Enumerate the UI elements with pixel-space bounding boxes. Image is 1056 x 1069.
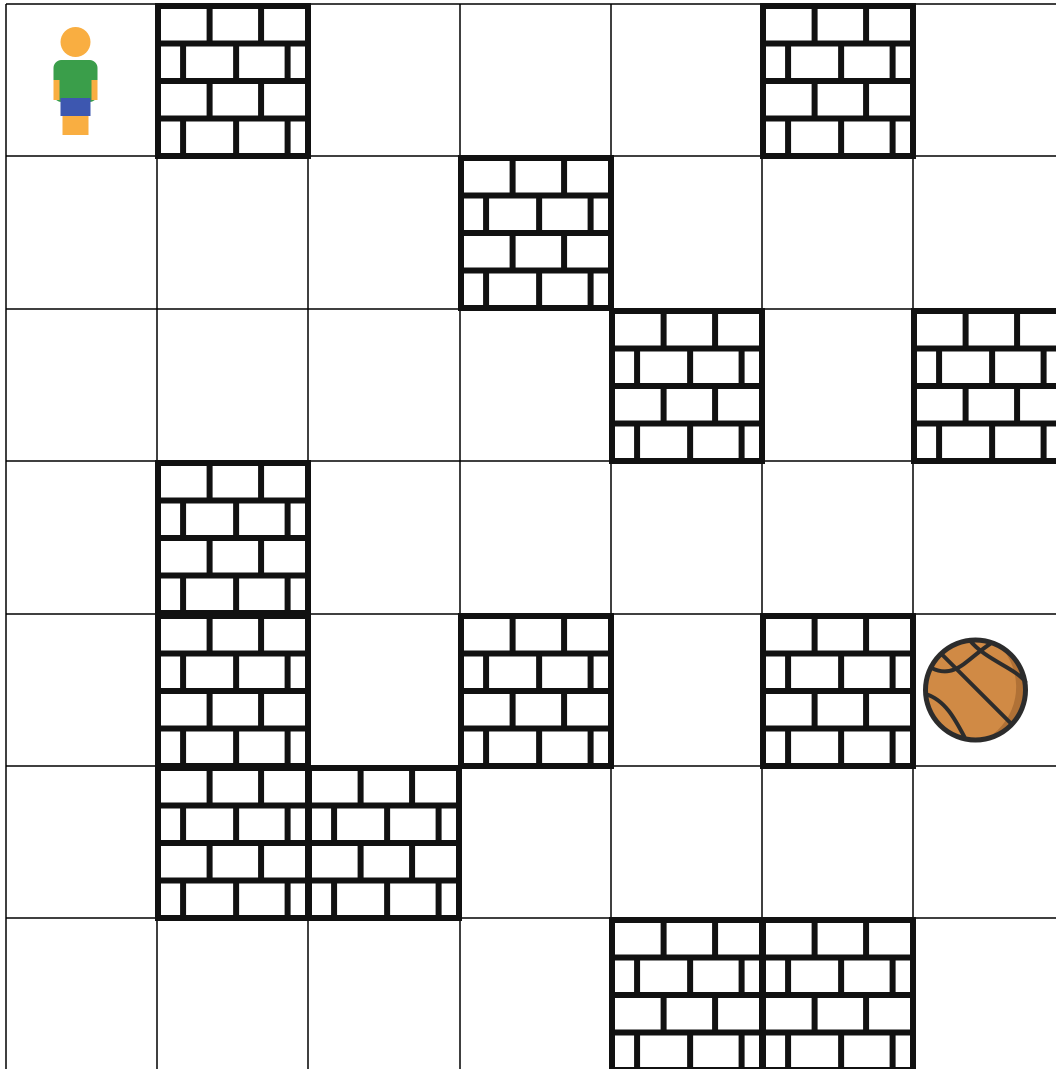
grid-cell-r0-c4[interactable] <box>611 4 762 156</box>
grid-cell-r5-c4[interactable] <box>611 766 762 918</box>
grid-cell-r5-c3[interactable] <box>460 766 611 918</box>
grid-cell-r3-c5[interactable] <box>762 461 913 614</box>
grid-cell-r3-c6[interactable] <box>913 461 1056 614</box>
person-arm-right <box>92 80 98 100</box>
person-legs <box>63 116 89 135</box>
brick-wall-icon <box>155 768 311 918</box>
brick-wall-icon <box>760 920 916 1069</box>
grid-cell-r3-c3[interactable] <box>460 461 611 614</box>
brick-wall-icon <box>306 768 462 918</box>
grid-cell-r3-c0[interactable] <box>6 461 157 614</box>
grid-cell-r2-c2[interactable] <box>308 309 460 461</box>
brick-wall-icon <box>911 311 1056 461</box>
brick-wall-icon <box>760 6 916 156</box>
grid-cell-r1-c5[interactable] <box>762 156 913 309</box>
grid-cell-r4-c4[interactable] <box>611 614 762 766</box>
grid-cell-r6-c2[interactable] <box>308 918 460 1069</box>
grid-cell-r4-c0[interactable] <box>6 614 157 766</box>
grid-cell-r1-c2[interactable] <box>308 156 460 309</box>
grid-cell-r6-c1[interactable] <box>157 918 308 1069</box>
grid-cell-r5-c6[interactable] <box>913 766 1056 918</box>
grid-cell-r0-c3[interactable] <box>460 4 611 156</box>
person-arm-left <box>54 80 60 100</box>
grid-cell-r3-c2[interactable] <box>308 461 460 614</box>
brick-wall-icon <box>609 920 765 1069</box>
grid-cell-r3-c4[interactable] <box>611 461 762 614</box>
grid-cell-r1-c4[interactable] <box>611 156 762 309</box>
brick-wall-icon <box>155 616 311 766</box>
brick-wall-icon <box>760 616 916 766</box>
person-head <box>61 27 91 57</box>
grid-cell-r6-c0[interactable] <box>6 918 157 1069</box>
basketball-icon[interactable] <box>926 640 1026 740</box>
grid-cell-r0-c2[interactable] <box>308 4 460 156</box>
grid-cell-r1-c6[interactable] <box>913 156 1056 309</box>
grid-cell-r2-c1[interactable] <box>157 309 308 461</box>
grid-cell-r2-c5[interactable] <box>762 309 913 461</box>
grid-cell-r5-c0[interactable] <box>6 766 157 918</box>
person-shirt <box>54 60 98 102</box>
brick-wall-icon <box>458 616 614 766</box>
brick-wall-icon <box>155 6 311 156</box>
grid-cell-r4-c2[interactable] <box>308 614 460 766</box>
grid-cell-r2-c0[interactable] <box>6 309 157 461</box>
brick-wall-icon <box>458 158 614 308</box>
grid-cell-r2-c3[interactable] <box>460 309 611 461</box>
grid-cell-r1-c1[interactable] <box>157 156 308 309</box>
person-shorts <box>61 98 91 116</box>
grid-cell-r1-c0[interactable] <box>6 156 157 309</box>
grid-cell-r0-c6[interactable] <box>913 4 1056 156</box>
grid-cell-r6-c6[interactable] <box>913 918 1056 1069</box>
brick-wall-icon <box>609 311 765 461</box>
grid-cell-r6-c3[interactable] <box>460 918 611 1069</box>
grid-cell-r5-c5[interactable] <box>762 766 913 918</box>
brick-wall-icon <box>155 463 311 613</box>
